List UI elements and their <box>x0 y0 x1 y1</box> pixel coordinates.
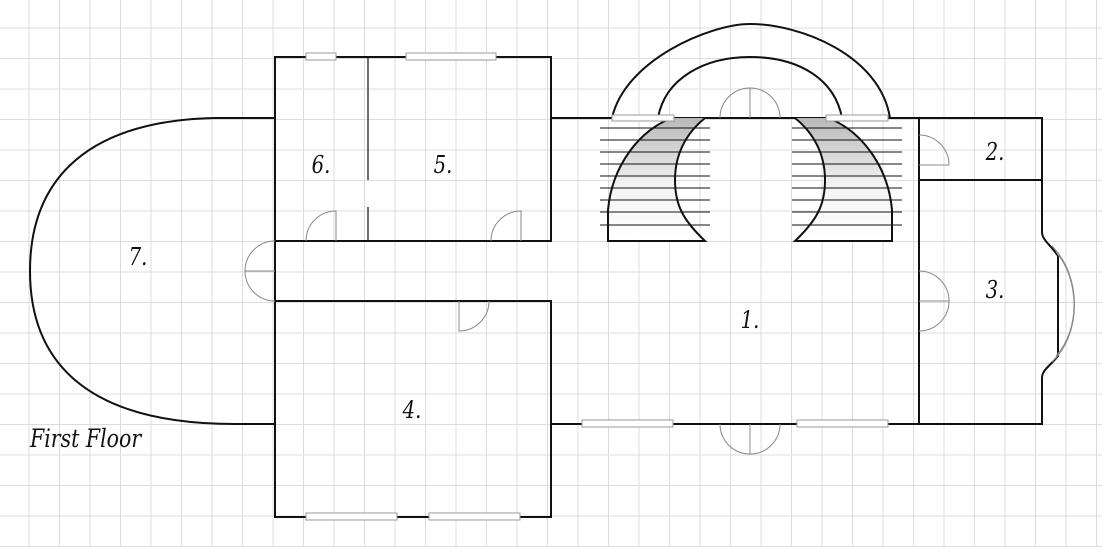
room-label-7: 7. <box>128 243 148 271</box>
room-label-1: 1. <box>740 306 760 334</box>
room-label-2: 2. <box>985 138 1005 166</box>
rooms-5-6-outline <box>274 56 552 242</box>
staircase-left <box>600 117 710 242</box>
room-label-6: 6. <box>311 151 331 179</box>
room-2-outline <box>919 117 1043 181</box>
room-label-4: 4. <box>402 396 422 424</box>
room-7-wall <box>28 117 275 425</box>
floor-title: First Floor <box>30 424 142 453</box>
room-label-5: 5. <box>433 151 453 179</box>
windows <box>305 52 889 521</box>
room-label-3: 3. <box>985 276 1005 304</box>
doors <box>244 87 950 455</box>
terrace-outer-arc <box>611 22 891 119</box>
bay-window <box>1051 245 1075 363</box>
staircase-right <box>792 117 902 242</box>
terrace-inner-arc <box>657 55 843 119</box>
